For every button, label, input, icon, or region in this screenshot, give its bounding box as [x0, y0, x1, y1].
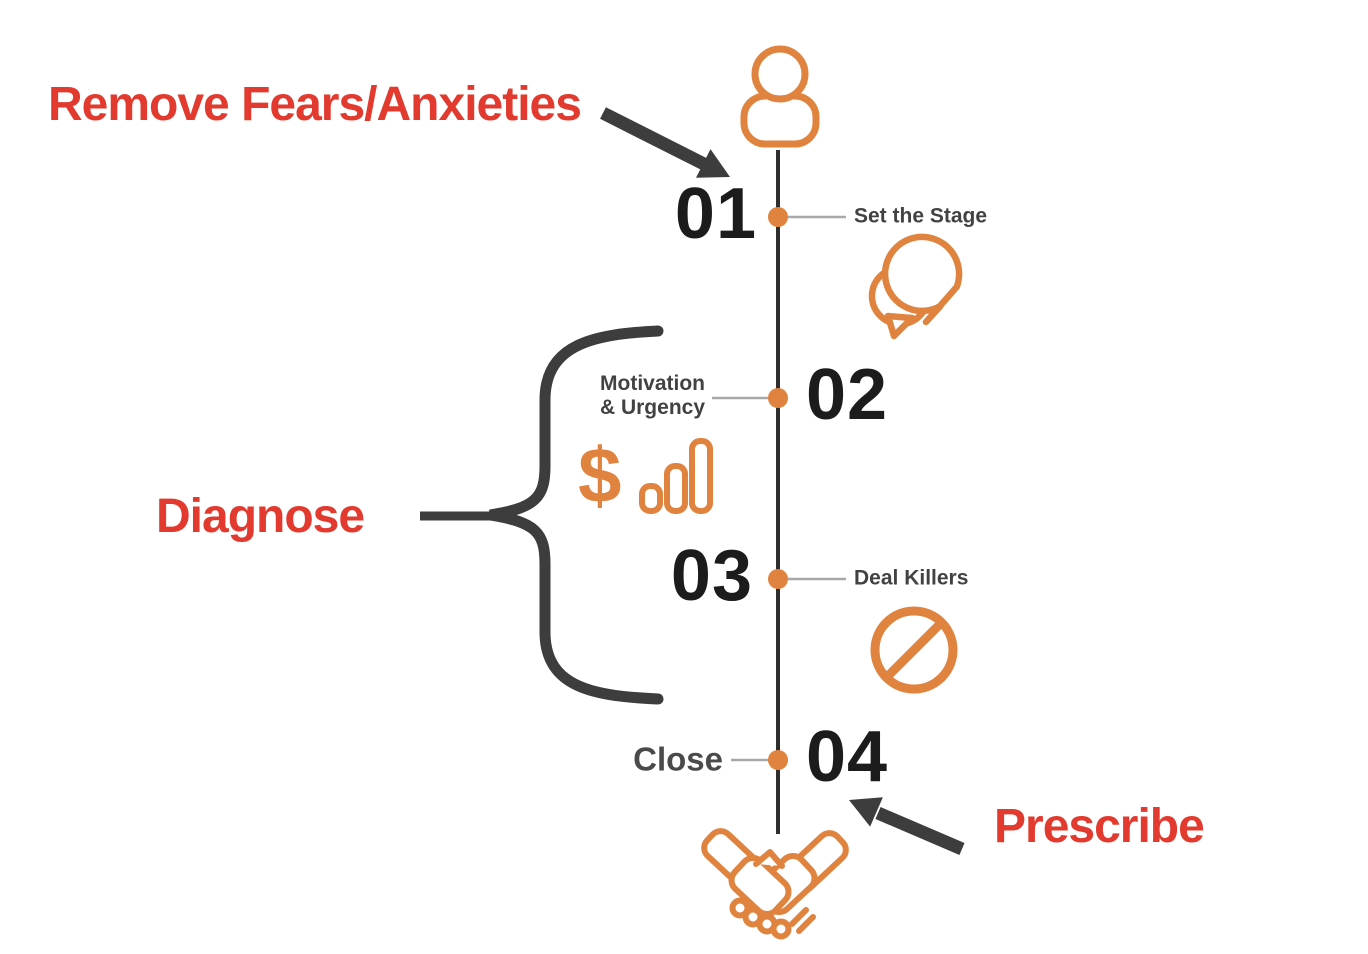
- timeline-dot-03: [768, 569, 788, 589]
- step-label-line-2: & Urgency: [599, 396, 705, 420]
- step-number-04: 04: [806, 717, 889, 798]
- timeline-dot-01: [768, 207, 788, 227]
- handshake-icon: [701, 828, 849, 940]
- bar-chart-icon: [639, 438, 713, 514]
- step-label-close: Close: [633, 740, 723, 778]
- timeline-dot-02: [768, 388, 788, 408]
- person-icon: [740, 45, 820, 148]
- step-label-line-1: Motivation: [600, 372, 705, 396]
- dollar-icon: $: [578, 431, 622, 519]
- step-label-deal-killers: Deal Killers: [854, 566, 969, 590]
- step-label-motivation-urgency: Motivation & Urgency: [600, 372, 705, 420]
- annotation-prescribe: Prescribe: [994, 800, 1205, 854]
- step-number-03: 03: [670, 536, 753, 617]
- timeline-dot-04: [768, 750, 788, 770]
- prescribe-arrow: [849, 797, 965, 855]
- annotation-diagnose: Diagnose: [156, 490, 365, 544]
- remove-fears-arrow: [600, 107, 730, 178]
- step-number-01: 01: [674, 174, 757, 255]
- annotation-remove-fears: Remove Fears/Anxieties: [48, 78, 582, 132]
- step-number-02: 02: [806, 355, 889, 436]
- chat-bubbles-icon: [868, 233, 963, 340]
- step-label-set-the-stage: Set the Stage: [854, 204, 988, 228]
- prohibition-icon: [870, 606, 958, 694]
